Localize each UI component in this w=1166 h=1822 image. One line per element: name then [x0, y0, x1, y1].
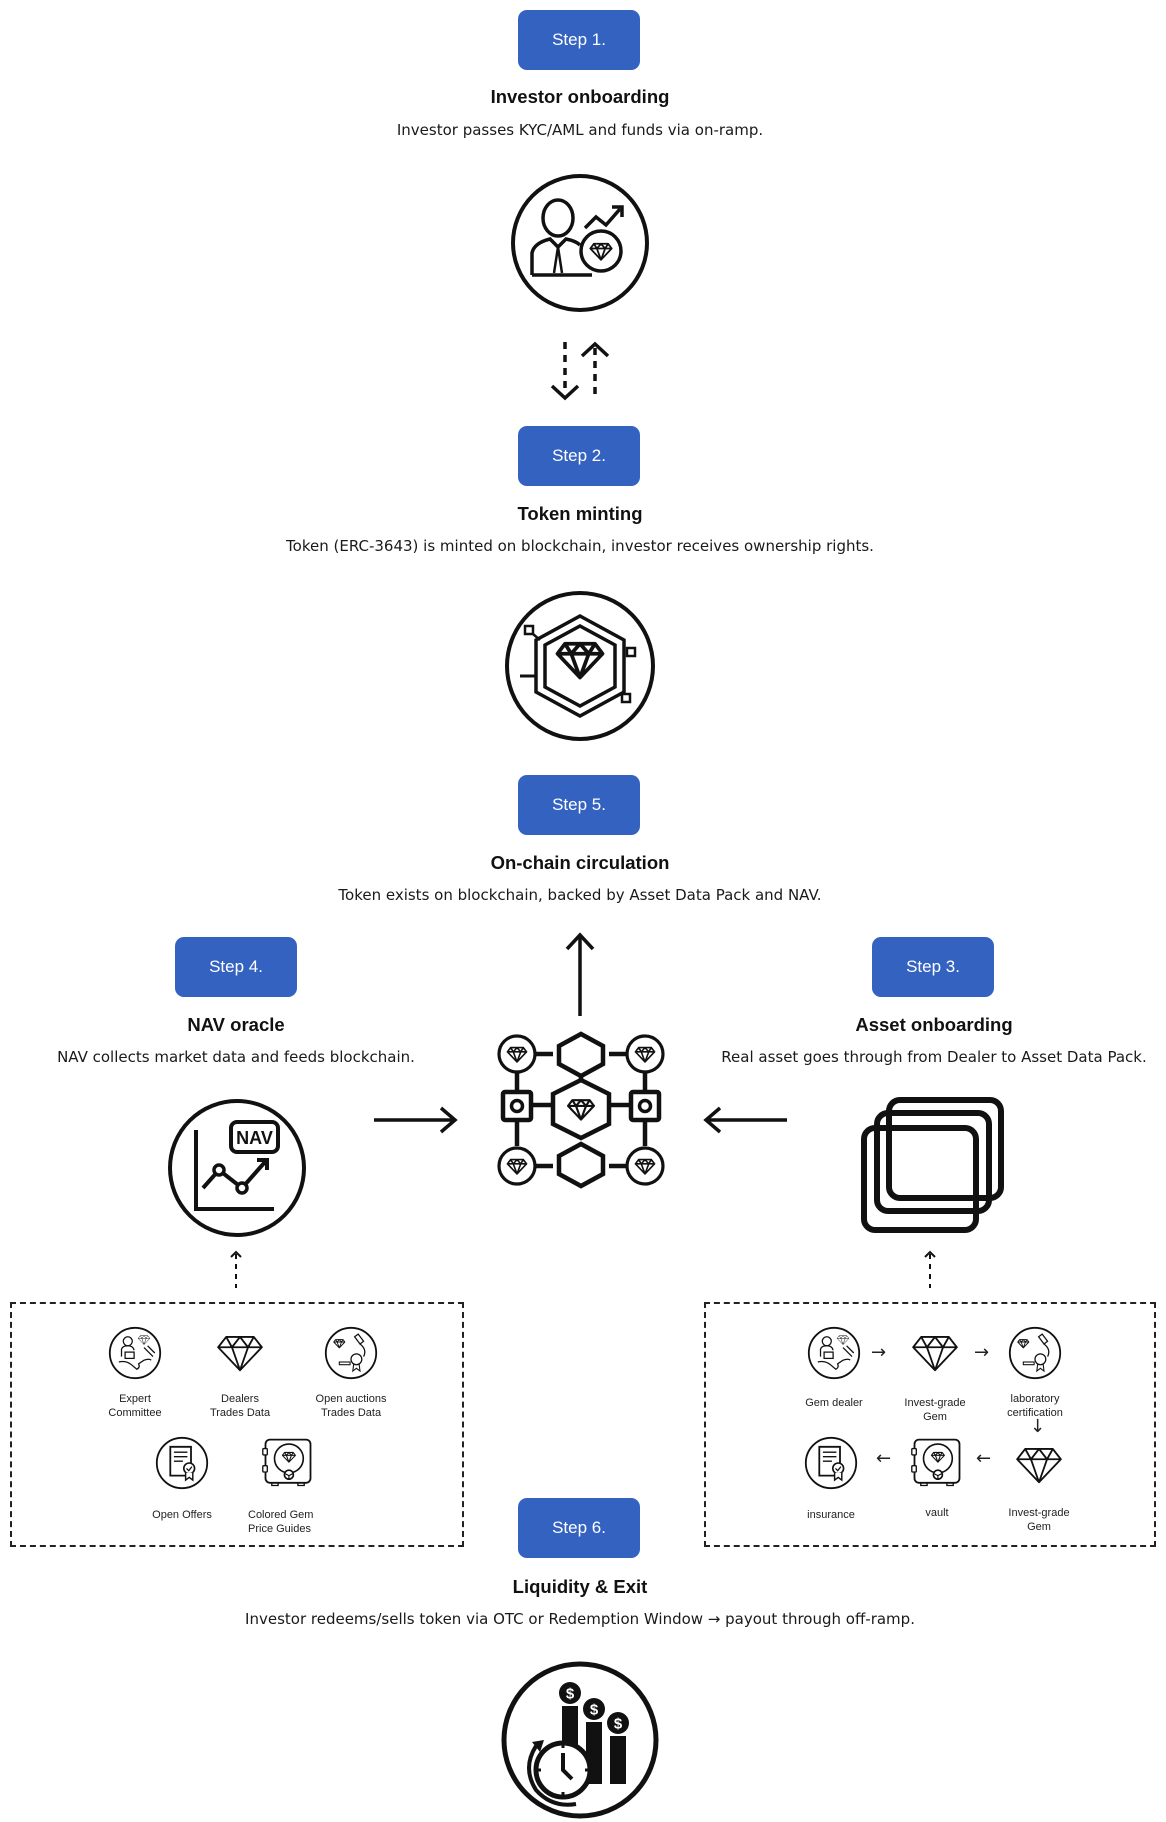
step-6-badge[interactable]: Step 6. [518, 1498, 640, 1558]
vault-gem-icon [261, 1436, 315, 1490]
asset-flow-gem-dealer: Gem dealer [774, 1326, 894, 1410]
step-2-title: Token minting [517, 503, 643, 524]
hexagon-gem-token-icon [504, 590, 656, 742]
investor-gem-growth-icon [510, 173, 650, 313]
step-2-badge[interactable]: Step 2. [518, 426, 640, 486]
dashed-up-arrow-nav [228, 1250, 244, 1290]
step-1-description: Investor passes KYC/AML and funds via on… [396, 121, 764, 139]
step-1-badge[interactable]: Step 1. [518, 10, 640, 70]
gem-icon [217, 1335, 263, 1372]
flow-arrow-left-2: ← [876, 1448, 892, 1469]
asset-flow-invest-grade-gem-1: Invest-grade Gem [875, 1326, 995, 1424]
nav-source-open-auctions: Open auctions Trades Data [291, 1326, 411, 1420]
stacked-cards-icon [858, 1096, 1006, 1238]
flow-arrow-right-1: → [871, 1342, 887, 1363]
step-5-description: Token exists on blockchain, backed by As… [338, 886, 822, 904]
asset-flow-vault: vault [877, 1436, 997, 1520]
flow-arrow-right-2: → [974, 1342, 990, 1363]
bidirectional-dashed-arrows [548, 338, 614, 404]
nav-source-price-guides: Colored Gem Price Guides [228, 1436, 348, 1536]
svg-text:$: $ [614, 1716, 623, 1733]
lab-microscope-icon [324, 1326, 378, 1380]
flow-arrow-left-1: ← [976, 1448, 992, 1469]
blockchain-network-icon [493, 1030, 669, 1198]
svg-text:$: $ [566, 1686, 575, 1703]
lab-microscope-icon [1008, 1326, 1062, 1380]
asset-flow-box: Gem dealer → Invest-grade Gem → laborato… [704, 1302, 1156, 1547]
vault-gem-icon [910, 1436, 964, 1490]
clock-money-bars-icon: $ $ $ [500, 1660, 660, 1820]
gem-icon [912, 1335, 958, 1372]
step-5-title: On-chain circulation [490, 852, 670, 873]
asset-flow-lab-certification: laboratory certification [975, 1326, 1095, 1420]
gem-icon [1016, 1447, 1062, 1484]
nav-source-open-offers: Open Offers [122, 1436, 242, 1522]
nav-source-expert-committee: Expert Committee [75, 1326, 195, 1420]
step-3-badge[interactable]: Step 3. [872, 937, 994, 997]
flow-arrow-down: ↓ [1030, 1416, 1046, 1437]
expert-handshake-icon [807, 1326, 861, 1380]
right-arrow-icon [372, 1105, 458, 1135]
left-arrow-icon [703, 1105, 789, 1135]
expert-handshake-icon [108, 1326, 162, 1380]
step-4-title: NAV oracle [187, 1014, 285, 1035]
step-3-description: Real asset goes through from Dealer to A… [721, 1048, 1147, 1066]
asset-flow-invest-grade-gem-2: Invest-grade Gem [979, 1438, 1099, 1534]
nav-sources-box: Expert Committee Dealers Trades Data Ope… [10, 1302, 464, 1547]
asset-flow-insurance: insurance [771, 1436, 891, 1522]
step-5-badge[interactable]: Step 5. [518, 775, 640, 835]
step-4-description: NAV collects market data and feeds block… [57, 1048, 415, 1066]
nav-source-dealers-trades: Dealers Trades Data [180, 1326, 300, 1420]
nav-chart-icon: NAV [167, 1098, 307, 1238]
step-3-title: Asset onboarding [855, 1014, 1013, 1035]
certificate-icon [155, 1436, 209, 1490]
step-6-title: Liquidity & Exit [512, 1576, 648, 1597]
step-1-title: Investor onboarding [490, 86, 670, 107]
svg-text:$: $ [590, 1702, 599, 1719]
step-4-badge[interactable]: Step 4. [175, 937, 297, 997]
up-arrow-icon [565, 932, 595, 1018]
step-2-description: Token (ERC-3643) is minted on blockchain… [286, 537, 874, 555]
svg-text:NAV: NAV [236, 1128, 273, 1148]
dashed-up-arrow-asset [922, 1250, 938, 1290]
step-6-description: Investor redeems/sells token via OTC or … [245, 1610, 915, 1628]
certificate-icon [804, 1436, 858, 1490]
